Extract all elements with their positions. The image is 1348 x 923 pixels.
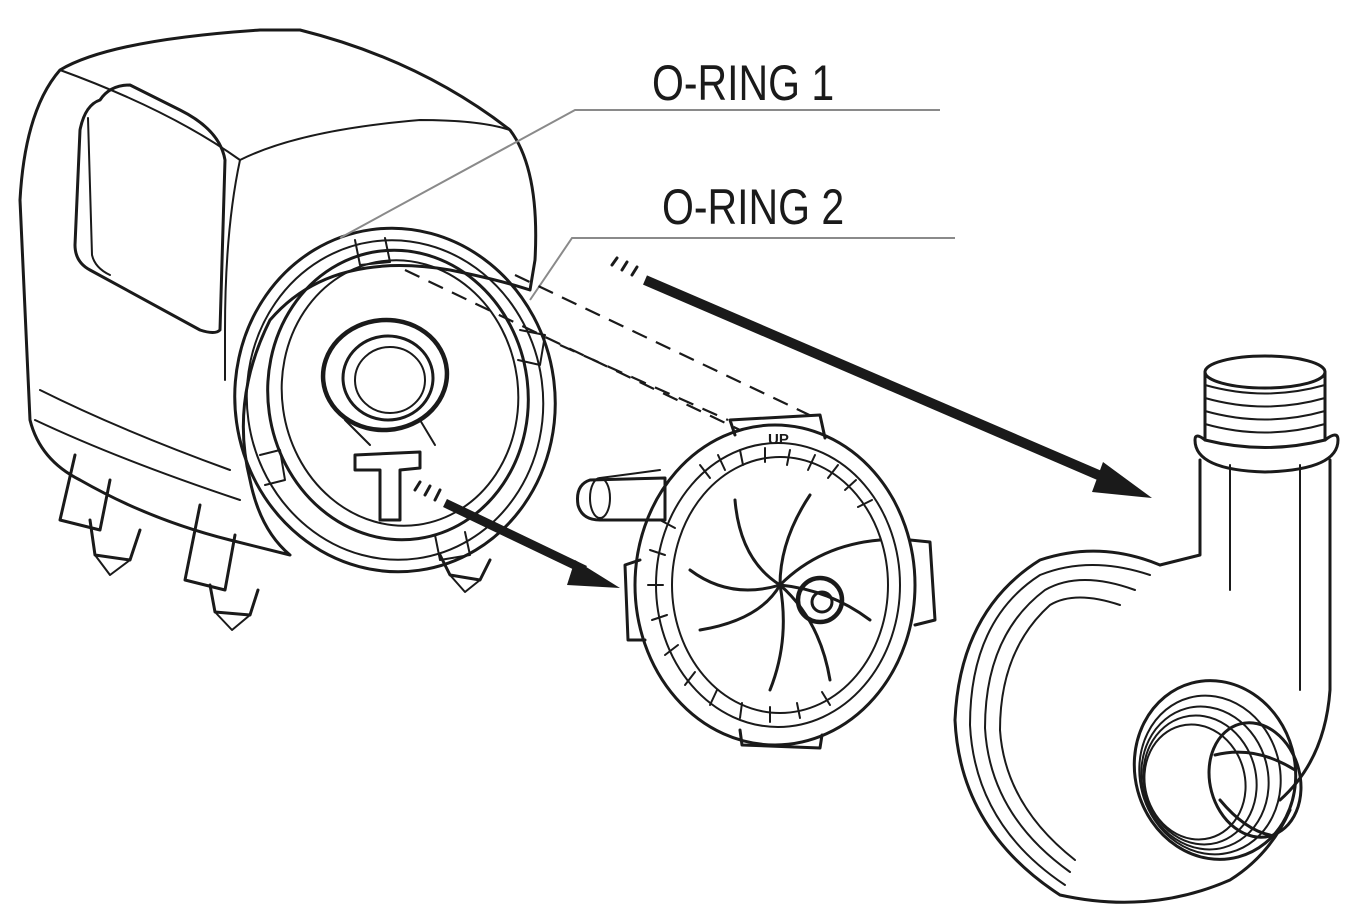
o-ring-2-label: O-RING 2	[662, 179, 845, 235]
arrow-impeller-insert	[413, 480, 620, 588]
o-ring-1-label: O-RING 1	[652, 55, 835, 111]
motor-body	[18, 28, 538, 557]
alignment-guides	[404, 269, 821, 431]
arrow-housing-attach	[610, 256, 1152, 498]
pump-volute-housing	[953, 354, 1340, 904]
motor-front-flange	[233, 226, 557, 574]
o-ring-1-leader	[339, 109, 940, 239]
impeller: UP	[576, 413, 937, 750]
mounting-feet	[58, 453, 492, 631]
impeller-up-mark: UP	[768, 431, 789, 448]
o-ring-2-leader	[529, 237, 955, 301]
